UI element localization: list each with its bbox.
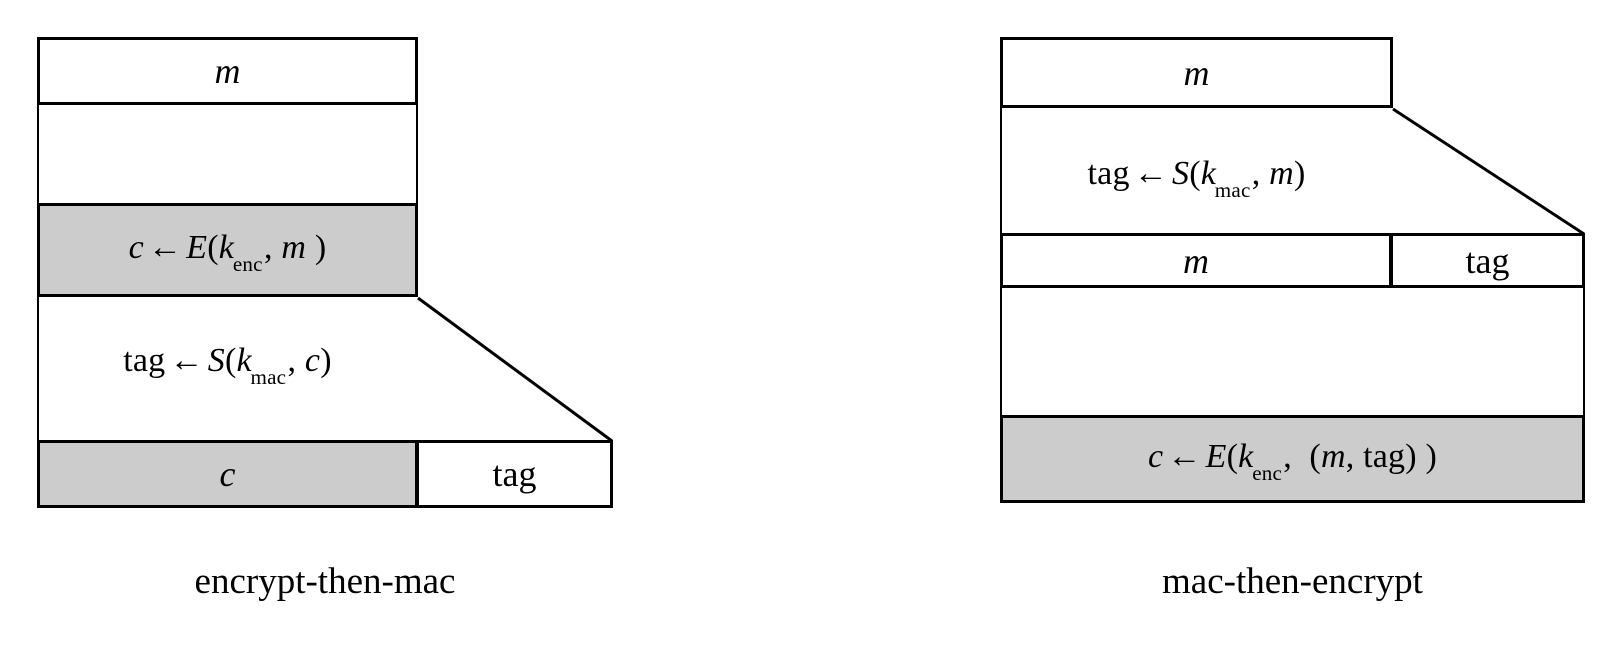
mte-mac-S: S [1172,154,1190,192]
mte-mac-arrow: ← [1133,154,1168,192]
etm-encrypt-E: E [186,228,208,266]
mte-diagonal-line [1392,107,1585,236]
mte-encrypt-arrow: ← [1167,437,1202,475]
etm-mac-comma: , [287,341,297,379]
mte-message-label: m [1183,52,1210,93]
mte-message-box: m [1000,37,1393,108]
etm-encrypt-rparen: ) [314,228,327,266]
mte-mac-rparen: ) [1293,154,1306,192]
mte-lower-connector-right-edge [1583,288,1585,415]
etm-mac-S: S [207,341,225,379]
etm-output-tag-cell: tag [416,440,613,508]
mte-mac-m: m [1269,154,1294,192]
etm-connector-right-edge [416,105,418,203]
etm-encrypt-arrow: ← [148,228,183,266]
etm-connector-left-edge [37,105,39,203]
mte-encrypt-tag: tag [1363,437,1406,475]
etm-output-ciphertext-cell: c [37,440,418,508]
etm-message-label: m [214,51,241,91]
mte-encrypt-lparen: ( [1226,437,1239,475]
etm-mac-lparen: ( [224,341,237,379]
etm-encrypt-k: k [218,228,235,266]
mte-mac-tag: tag [1087,154,1130,192]
mte-payload-tag-label: tag [1465,240,1510,281]
etm-lower-connector-left-edge [37,297,39,440]
etm-output-tag-label: tag [492,454,537,494]
etm-mac-formula-area: tag←S(kmac, c) [37,330,418,396]
mte-encrypt-inner-rparen: ) [1405,437,1417,475]
mte-mac-formula: tag←S(kmac, m) [1087,154,1306,202]
etm-caption: encrypt-then-mac [194,561,456,602]
etm-output-ciphertext-label: c [219,454,236,494]
mte-payload-message-label: m [1183,240,1209,281]
mte-mac-comma: , [1251,154,1261,192]
mte-encrypt-comma-outer: , [1283,437,1292,475]
etm-mac-arrow: ← [169,341,204,379]
etm-encrypt-m: m [281,228,307,266]
mte-mac-lparen: ( [1189,154,1201,192]
etm-mac-c: c [304,341,321,379]
etm-mac-k: k [236,341,252,379]
etm-encrypt-box: c←E(kenc, m ) [37,203,418,297]
mte-mac-k-subscript: mac [1214,177,1251,202]
mte-encrypt-c: c [1147,437,1164,475]
etm-mac-rparen: ) [320,341,332,379]
mte-caption: mac-then-encrypt [1162,561,1423,602]
mte-encrypt-k: k [1238,437,1254,475]
etm-mac-formula: tag←S(kmac, c) [123,341,332,389]
etm-message-box: m [37,37,418,105]
etm-encrypt-k-subscript: enc [232,251,263,276]
etm-encrypt-formula: c←E(kenc, m ) [128,228,327,276]
mte-payload-message-cell: m [1000,233,1392,288]
mte-encrypt-rparen: ) [1425,437,1438,475]
mte-connector-left-edge [1000,108,1002,233]
mte-mac-k: k [1200,154,1217,192]
mte-encrypt-m: m [1320,437,1346,475]
mte-payload-tag-cell: tag [1390,233,1585,288]
etm-mac-tag: tag [123,341,166,379]
mte-encrypt-E: E [1205,437,1227,475]
mte-mac-formula-area: tag←S(kmac, m) [1000,143,1393,209]
etm-diagonal-line [417,296,613,443]
mte-encrypt-formula: c←E(kenc, (m, tag) ) [1147,437,1438,485]
mte-encrypt-inner-lparen: ( [1309,437,1321,475]
etm-encrypt-comma: , [263,228,273,266]
etm-encrypt-c: c [128,228,144,266]
mte-encrypt-comma-inner: , [1345,437,1355,475]
etm-mac-k-subscript: mac [250,364,287,389]
mte-encrypt-k-subscript: enc [1252,460,1283,485]
mte-encrypt-box: c←E(kenc, (m, tag) ) [1000,415,1585,503]
etm-encrypt-lparen: ( [207,228,219,266]
mte-lower-connector-left-edge [1000,288,1002,415]
